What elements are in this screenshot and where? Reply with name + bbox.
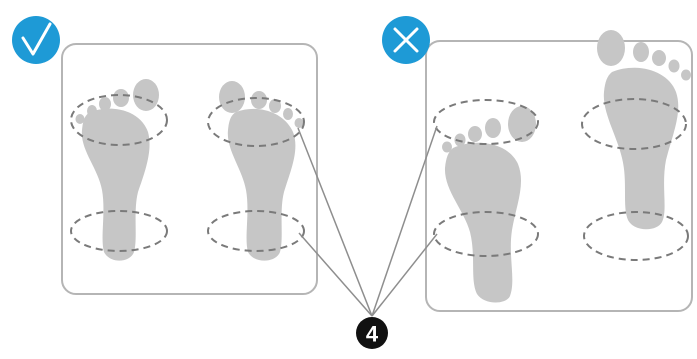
correct-placement-panel: [62, 44, 317, 294]
correct-badge: [12, 16, 60, 64]
callout-number: 4: [366, 322, 379, 347]
callout-badge: 4: [356, 317, 388, 349]
callout-leader-lines: [298, 126, 437, 316]
incorrect-badge: [382, 16, 430, 64]
incorrect-placement-panel: [426, 30, 692, 311]
